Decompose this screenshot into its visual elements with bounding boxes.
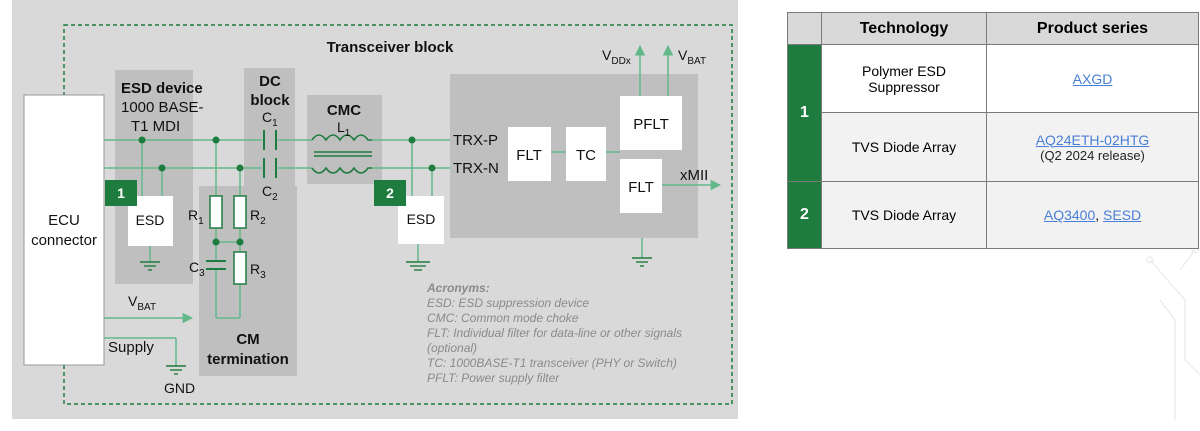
dc-block-line2: block (250, 92, 290, 109)
acronym-line-1: ESD: ESD suppression device (427, 296, 589, 310)
supply-label: Supply (108, 339, 154, 356)
esd-device-sub2: T1 MDI (131, 118, 180, 135)
acronym-line-4: (optional) (427, 341, 477, 355)
r1-label: R1 (188, 207, 204, 227)
flt-box-data-label: FLT (516, 147, 542, 164)
trx-n-label: TRX-N (453, 160, 499, 177)
link-separator: , (1095, 207, 1104, 223)
esd-device-title: ESD device (121, 80, 203, 97)
product-table: Technology Product series 1 Polymer ESD … (787, 12, 1199, 249)
pflt-box (620, 96, 682, 150)
vbat-top-label: VBAT (678, 47, 706, 67)
technology-cell: TVS Diode Array (821, 181, 987, 249)
dc-block-line1: DC (259, 73, 281, 90)
l1-label: L1 (337, 119, 351, 139)
badge-2-label: 2 (386, 185, 394, 201)
acronyms-title: Acronyms: (426, 281, 490, 295)
c3-label: C3 (189, 259, 205, 279)
product-cell: AXGD (986, 44, 1199, 113)
esd-box-2-label: ESD (407, 211, 436, 227)
technology-cell: TVS Diode Array (821, 112, 987, 182)
capacitor-c2 (263, 158, 277, 178)
cmc-label: CMC (327, 102, 361, 119)
resistor-r1 (209, 195, 223, 229)
vddx-label: VDDx (602, 47, 631, 67)
r2-label: R2 (250, 207, 266, 227)
table-header-product-series: Product series (986, 12, 1199, 45)
technology-cell: Polymer ESD Suppressor (821, 44, 987, 113)
flt-box-io-label: FLT (628, 179, 654, 196)
c2-label: C2 (262, 183, 278, 203)
cm-termination-line1: CM (236, 331, 259, 348)
esd-device-sub1: 1000 BASE- (121, 99, 204, 116)
acronym-line-2: CMC: Common mode choke (427, 311, 579, 325)
table-row: 1 Polymer ESD Suppressor AXGD (787, 44, 1199, 182)
release-note: (Q2 2024 release) (1040, 147, 1145, 163)
product-cell: AQ24ETH-02HTG (Q2 2024 release) (986, 112, 1199, 182)
acronyms-legend: Acronyms: ESD: ESD suppression device CM… (426, 281, 682, 385)
technology-line: Suppressor (868, 78, 940, 95)
acronym-line-5: TC: 1000BASE-T1 transceiver (PHY or Swit… (427, 356, 677, 370)
ecu-label-line2: connector (31, 232, 97, 249)
xmii-label: xMII (680, 167, 708, 184)
ecu-connector (23, 94, 105, 366)
tc-box (566, 127, 606, 181)
product-cell: AQ3400, SESD (986, 181, 1199, 249)
badge-1 (105, 180, 137, 206)
ground-symbols (140, 257, 652, 375)
product-link-aq24eth[interactable]: AQ24ETH-02HTG (1035, 131, 1150, 148)
product-link-axgd[interactable]: AXGD (1072, 70, 1113, 87)
trx-p-label: TRX-P (453, 132, 498, 149)
gnd-label: GND (164, 380, 195, 396)
table-header-row: Technology Product series (787, 12, 1199, 45)
ecu-label-line1: ECU (48, 212, 80, 229)
choke-l1 (311, 134, 372, 174)
transceiver-title: Transceiver block (327, 39, 454, 56)
table-row: 2 TVS Diode Array AQ3400, SESD (787, 181, 1199, 249)
row-number-1: 1 (787, 44, 822, 182)
resistor-r3 (233, 251, 247, 285)
capacitor-c1 (263, 130, 277, 150)
product-link-aq3400[interactable]: AQ3400 (1043, 207, 1096, 223)
c1-label: C1 (262, 109, 278, 129)
resistor-r2 (233, 195, 247, 229)
badge-1-label: 1 (117, 185, 125, 201)
junction-dots (138, 136, 436, 246)
esd-device-region (115, 70, 193, 284)
flt-box-io (620, 159, 662, 213)
acronym-line-6: PFLT: Power supply filter (427, 371, 560, 385)
technology-line: Polymer ESD (861, 62, 947, 79)
acronym-line-3: FLT: Individual filter for data-line or … (427, 326, 682, 340)
tc-box-label: TC (576, 147, 596, 164)
product-link-sesd[interactable]: SESD (1103, 207, 1142, 223)
table-header-blank (787, 12, 822, 45)
vbat-left-label: VBAT (128, 293, 156, 313)
esd-box-1-label: ESD (136, 212, 165, 228)
table-header-technology: Technology (821, 12, 987, 45)
badge-2 (374, 180, 406, 206)
capacitor-c3 (206, 260, 226, 270)
decorative-traces (1146, 246, 1200, 420)
flt-box-data (508, 127, 551, 181)
row-number-2: 2 (787, 181, 822, 249)
table-row: TVS Diode Array AQ24ETH-02HTG (Q2 2024 r… (788, 112, 1199, 182)
r3-label: R3 (250, 261, 266, 281)
signal-lines (104, 44, 722, 366)
cm-termination-line2: termination (207, 351, 289, 368)
pflt-box-label: PFLT (633, 116, 669, 133)
